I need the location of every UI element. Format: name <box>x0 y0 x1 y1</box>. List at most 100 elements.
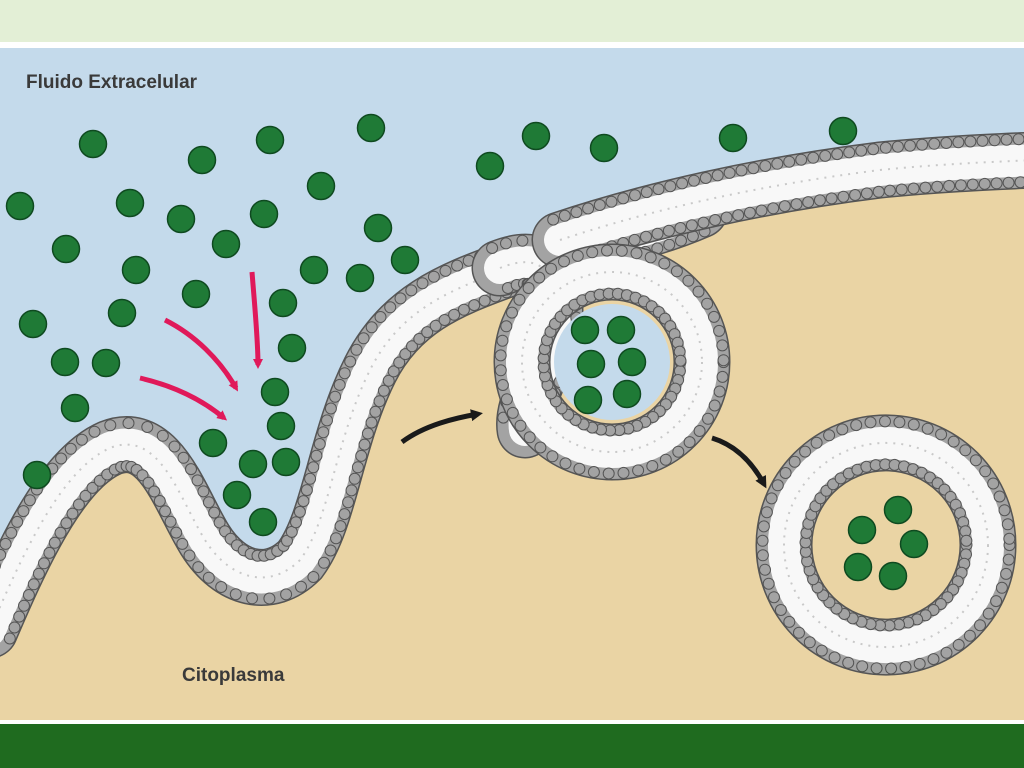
phospholipid-head-icon <box>197 485 210 498</box>
phospholipid-head-icon <box>0 537 12 550</box>
phospholipid-head-icon <box>421 326 434 339</box>
phospholipid-head-icon <box>713 385 726 398</box>
phospholipid-head-icon <box>760 506 773 519</box>
phospholipid-head-icon <box>295 580 307 593</box>
phospholipid-head-icon <box>329 390 342 403</box>
phospholipid-head-icon <box>365 416 378 429</box>
phospholipid-head-icon <box>701 297 714 310</box>
phospholipid-head-icon <box>893 416 906 429</box>
phospholipid-head-icon <box>959 444 972 457</box>
phospholipid-head-icon <box>506 306 518 319</box>
phospholipid-head-icon <box>685 219 698 232</box>
green-molecule-icon <box>475 151 505 181</box>
phospholipid-head-icon <box>394 292 407 305</box>
phospholipid-head-icon <box>416 277 429 290</box>
membrane-segment <box>493 243 731 481</box>
phospholipid-head-icon <box>18 599 30 612</box>
phospholipid-head-icon <box>708 310 720 323</box>
phospholipid-head-icon <box>533 271 546 284</box>
phospholipid-head-icon <box>345 484 358 497</box>
phospholipid-head-icon <box>617 466 630 479</box>
phospholipid-head-icon <box>963 629 976 642</box>
phospholipid-head-icon <box>779 467 792 479</box>
phospholipid-head-icon <box>1000 567 1013 580</box>
phospholipid-head-icon <box>978 177 991 190</box>
phospholipid-head-icon <box>767 202 780 215</box>
green-molecule-icon <box>115 188 145 218</box>
influx-arrows <box>139 271 263 421</box>
phospholipid-head-icon <box>774 604 787 616</box>
phospholipid-head-icon <box>523 431 536 444</box>
phospholipid-head-icon <box>545 262 557 275</box>
phospholipid-head-icon <box>324 544 337 557</box>
phospholipid-head-icon <box>427 270 440 283</box>
phospholipid-head-icon <box>1003 532 1016 545</box>
phospholipid-head-icon <box>895 183 908 196</box>
phospholipid-head-icon <box>297 495 310 508</box>
phospholipid-head-icon <box>229 588 242 601</box>
phospholipid-head-icon <box>640 230 652 243</box>
phospholipid-head-icon <box>683 436 696 449</box>
phospholipid-head-icon <box>1012 133 1024 146</box>
phospholipid-head-icon <box>27 578 40 591</box>
phospholipid-head-icon <box>338 367 351 380</box>
green-molecule-icon <box>883 495 913 525</box>
phospholipid-head-icon <box>570 206 583 219</box>
vesicle-lumen <box>818 477 954 613</box>
phospholipid-head-icon <box>870 662 883 675</box>
phospholipid-head-icon <box>514 419 527 432</box>
phospholipid-head-icon <box>451 259 464 272</box>
phospholipid-head-icon <box>907 182 920 195</box>
phospholipid-head-icon <box>351 461 364 474</box>
phospholipid-head-icon <box>674 354 687 367</box>
membrane-segment <box>755 414 1017 676</box>
phospholipid-head-icon <box>628 233 641 246</box>
green-molecule-icon <box>91 348 121 378</box>
phospholipid-head-icon <box>842 656 855 669</box>
red-arrow-icon <box>163 317 239 392</box>
phospholipid-head-icon <box>88 425 101 438</box>
phospholipid-head-icon <box>344 355 357 368</box>
red-arrow-icon <box>139 375 228 421</box>
phospholipid-head-icon <box>708 399 721 412</box>
phospholipid-head-icon <box>998 504 1011 517</box>
phospholipid-head-icon <box>317 426 330 439</box>
phospholipid-head-icon <box>990 595 1003 608</box>
phospholipid-head-icon <box>159 505 172 518</box>
green-molecule-icon <box>521 121 551 151</box>
phospholipid-head-icon <box>693 425 706 437</box>
phospholipid-head-icon <box>756 549 769 562</box>
phospholipid-head-icon <box>60 517 73 530</box>
phospholipid-head-icon <box>307 461 320 474</box>
green-molecule-icon <box>238 449 268 479</box>
phospholipid-head-icon <box>213 516 226 529</box>
phospholipid-head-icon <box>168 440 181 453</box>
phospholipid-head-icon <box>405 284 418 297</box>
phospholipid-head-icon <box>928 137 941 150</box>
phospholipid-head-icon <box>921 422 934 435</box>
phospholipid-head-icon <box>762 577 775 590</box>
phospholipid-head-icon <box>86 481 99 494</box>
green-molecule-icon <box>277 333 307 363</box>
phospholipid-head-icon <box>185 463 197 476</box>
phospholipid-head-icon <box>663 238 676 251</box>
phospholipid-head-icon <box>307 571 320 583</box>
phospholipid-head-icon <box>872 185 885 198</box>
phospholipid-head-icon <box>429 319 442 332</box>
phospholipid-head-icon <box>500 393 513 406</box>
phospholipid-head-icon <box>513 293 526 306</box>
phospholipid-head-icon <box>355 449 368 462</box>
phospholipid-head-icon <box>831 148 844 161</box>
phospholipid-head-icon <box>75 433 88 446</box>
phospholipid-head-icon <box>506 406 519 419</box>
phospholipid-head-icon <box>22 589 35 601</box>
phospholipid-head-icon <box>377 384 390 397</box>
green-molecule-icon <box>50 347 80 377</box>
phospholipid-head-icon <box>860 187 873 200</box>
phospholipid-head-icon <box>8 621 21 634</box>
phospholipid-head-icon <box>358 438 371 451</box>
phospholipid-head-icon <box>13 610 26 623</box>
phospholipid-head-icon <box>771 479 784 492</box>
green-molecule-icon <box>718 123 748 153</box>
